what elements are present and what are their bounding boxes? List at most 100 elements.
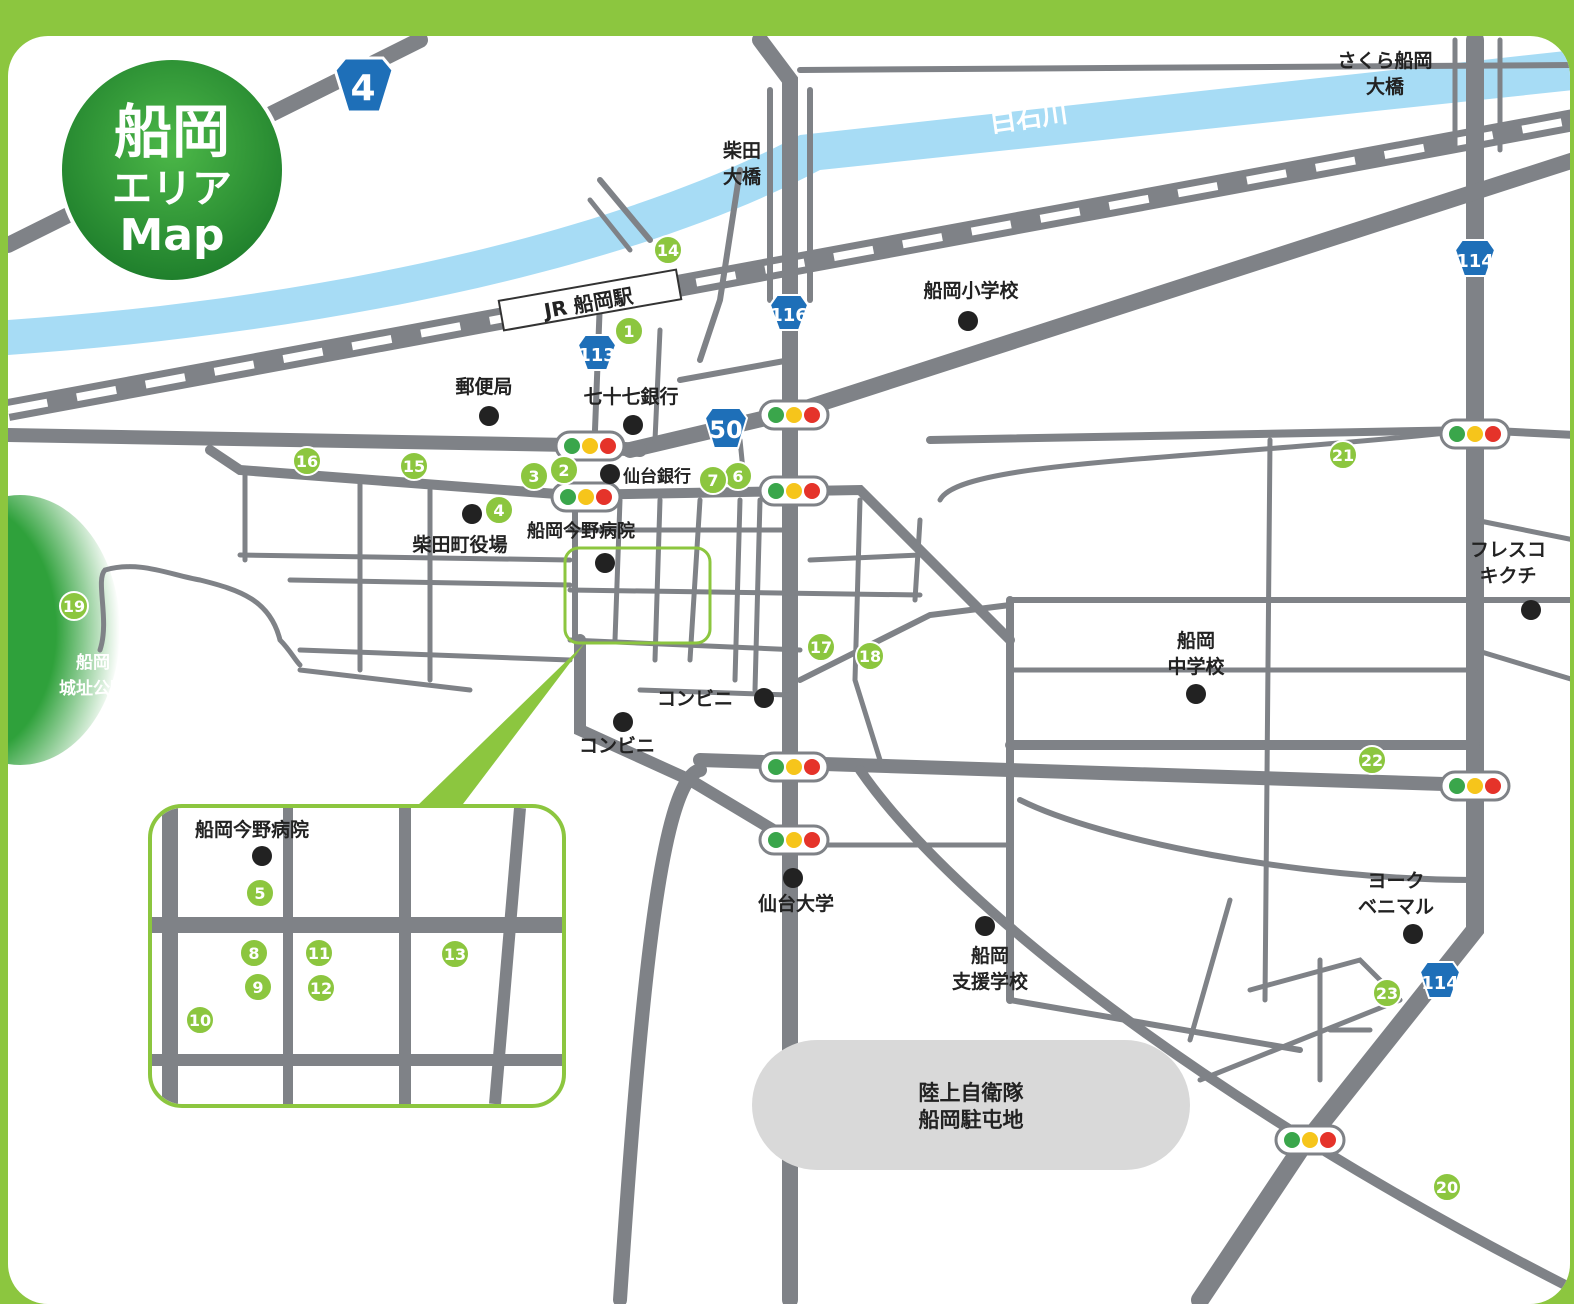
zoom-area-marker	[563, 546, 712, 645]
label-conveni-a: コンビニ	[657, 688, 733, 710]
svg-text:10: 10	[189, 1011, 211, 1030]
svg-text:4: 4	[493, 501, 504, 520]
svg-text:16: 16	[296, 452, 318, 471]
route-50-shield: 50	[703, 407, 749, 449]
svg-text:20: 20	[1436, 1178, 1458, 1197]
landmark-labels: さくら船岡 大橋 柴田 大橋 船岡小学校 郵便局 七十七銀行 仙台銀行 柴田町役…	[59, 49, 1546, 993]
spot-marker-3: 3	[519, 461, 549, 491]
label-shibata-bridge-2: 大橋	[723, 165, 762, 188]
svg-text:21: 21	[1332, 446, 1354, 465]
svg-text:50: 50	[709, 416, 742, 444]
svg-text:13: 13	[444, 945, 466, 964]
svg-text:2: 2	[558, 461, 569, 480]
traffic-light	[758, 751, 830, 783]
spot-marker-4: 4	[484, 495, 514, 525]
svg-text:12: 12	[310, 979, 332, 998]
label-conveni-b: コンビニ	[579, 735, 655, 757]
traffic-light	[758, 399, 830, 431]
label-support-school-2: 支援学校	[951, 970, 1029, 993]
fresco-dot	[1521, 600, 1541, 620]
map-title-badge: 船岡 エリア Map	[58, 56, 286, 284]
label-junior-high-2: 中学校	[1167, 655, 1225, 678]
traffic-light	[1439, 770, 1511, 802]
castle-park-area	[8, 495, 120, 765]
label-shibata-bridge-1: 柴田	[722, 139, 761, 162]
label-castle-park-2: 城址公園	[59, 679, 127, 699]
landmark-dots	[462, 311, 1541, 944]
sdf-label-line1: 陸上自衛隊	[919, 1081, 1025, 1105]
spot-marker-11: 11	[304, 938, 334, 968]
jr-station-sign: JR 船岡駅	[497, 268, 683, 332]
shiraishi-river	[8, 50, 1570, 355]
svg-text:6: 6	[732, 467, 743, 486]
spot-marker-9: 9	[243, 972, 273, 1002]
svg-text:9: 9	[252, 978, 263, 997]
label-york-1: ヨーク	[1367, 870, 1424, 892]
hospital-dot	[595, 553, 615, 573]
svg-text:17: 17	[810, 638, 832, 657]
svg-text:23: 23	[1376, 984, 1398, 1003]
spot-marker-20: 20	[1432, 1172, 1462, 1202]
svg-text:22: 22	[1361, 751, 1383, 770]
town-hall-dot	[462, 504, 482, 524]
route-113-shield: 113	[576, 334, 618, 371]
spot-marker-12: 12	[306, 973, 336, 1003]
spot-marker-5: 5	[245, 878, 275, 908]
sdf-label-line2: 船岡駐屯地	[919, 1108, 1024, 1132]
label-sendai-bank: 仙台銀行	[623, 466, 691, 487]
traffic-light	[758, 475, 830, 507]
sendai-bank-dot	[600, 464, 620, 484]
svg-text:19: 19	[63, 597, 85, 616]
svg-text:14: 14	[657, 241, 679, 260]
label-junior-high-1: 船岡	[1177, 629, 1215, 652]
label-elementary: 船岡小学校	[923, 279, 1019, 302]
inset-spot-markers: 5 8 9 10 11 12 13	[185, 878, 470, 1035]
label-sakura-bridge-1: さくら船岡	[1337, 49, 1432, 72]
conveni-b-dot	[613, 712, 633, 732]
label-castle-park-1: 船岡	[76, 652, 110, 673]
junior-high-dot	[1186, 684, 1206, 704]
svg-text:7: 7	[707, 471, 718, 490]
spot-marker-23: 23	[1372, 978, 1402, 1008]
zoom-callout	[415, 643, 585, 808]
label-sakura-bridge-2: 大橋	[1366, 75, 1405, 98]
route-114-shield-north: 114	[1453, 239, 1497, 277]
spot-marker-8: 8	[239, 938, 269, 968]
svg-text:4: 4	[350, 68, 375, 109]
traffic-light	[1439, 418, 1511, 450]
label-support-school-1: 船岡	[971, 944, 1009, 967]
inset-hospital-dot	[252, 846, 272, 866]
spot-marker-1: 1	[614, 316, 644, 346]
svg-text:114: 114	[1456, 251, 1494, 272]
spot-marker-21: 21	[1328, 440, 1358, 470]
spot-marker-19: 19	[59, 591, 89, 621]
traffic-lights	[550, 399, 1511, 1156]
spot-marker-14: 14	[653, 235, 683, 265]
svg-text:116: 116	[770, 305, 808, 326]
svg-text:15: 15	[403, 457, 425, 476]
svg-text:114: 114	[1421, 973, 1459, 994]
traffic-light	[758, 824, 830, 856]
label-bank77: 七十七銀行	[583, 385, 678, 408]
inset-map: 船岡今野病院	[148, 804, 566, 1108]
inset-hospital-label: 船岡今野病院	[195, 818, 309, 841]
label-sendai-univ: 仙台大学	[758, 892, 834, 915]
route-4-shield: 4	[333, 56, 395, 114]
svg-text:113: 113	[578, 345, 616, 366]
spot-marker-15: 15	[399, 451, 429, 481]
svg-text:18: 18	[859, 647, 881, 666]
spot-marker-13: 13	[440, 939, 470, 969]
support-school-dot	[975, 916, 995, 936]
label-fresco-2: キクチ	[1479, 565, 1536, 587]
sdf-base-area	[752, 1040, 1190, 1170]
spot-marker-17: 17	[806, 632, 836, 662]
label-town-hall: 柴田町役場	[411, 533, 507, 556]
spot-marker-18: 18	[855, 641, 885, 671]
elementary-dot	[958, 311, 978, 331]
york-dot	[1403, 924, 1423, 944]
title-line1: 船岡	[114, 98, 230, 166]
label-hospital: 船岡今野病院	[527, 520, 635, 542]
